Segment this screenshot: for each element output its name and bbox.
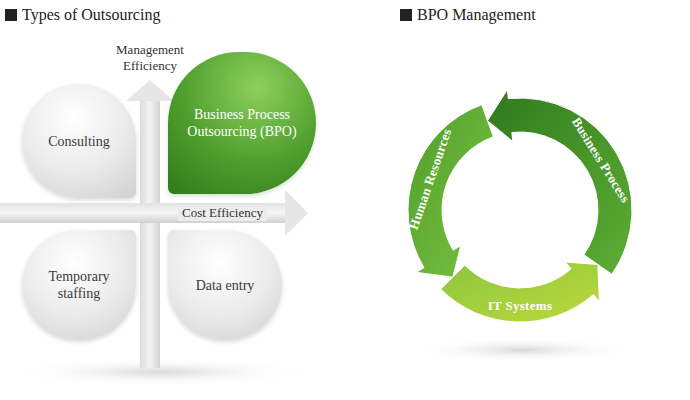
- cycle-arrow-path: [488, 90, 632, 275]
- shape-label: Consulting: [48, 133, 109, 150]
- quadrant-shape: Temporary staffing: [22, 230, 136, 340]
- highlight-quadrant: Business Process Outsourcing (BPO): [168, 52, 316, 194]
- axis-label: Cost Efficiency: [178, 205, 267, 221]
- cycle-arrow-path: [441, 262, 600, 322]
- ground-shadow: [412, 338, 632, 362]
- shape-label: Business Process Outsourcing (BPO): [186, 106, 298, 140]
- axis-arrowhead: [285, 190, 308, 236]
- text-stack: Data entry: [196, 277, 255, 294]
- title-bullet: [5, 9, 17, 21]
- text-stack: Temporary staffing: [36, 268, 122, 302]
- text-stack: Business Process Outsourcing (BPO): [186, 106, 298, 140]
- axis-label: Management Efficiency: [95, 42, 205, 74]
- axis-arrow: [0, 203, 286, 223]
- quadrant-shape: Data entry: [168, 230, 282, 340]
- shape-label: Temporary staffing: [36, 268, 122, 302]
- axis-arrowhead: [126, 80, 174, 101]
- cycle-label: IT Systems: [488, 298, 553, 313]
- shape-label: Data entry: [196, 277, 255, 294]
- diagram-title: Types of Outsourcing: [22, 5, 160, 25]
- text-stack: Consulting: [48, 133, 109, 150]
- panel-title: BPO Management: [417, 5, 536, 25]
- axis-arrow: [140, 100, 160, 368]
- title-bullet: [400, 9, 412, 21]
- quadrant-shape: Consulting: [22, 84, 136, 198]
